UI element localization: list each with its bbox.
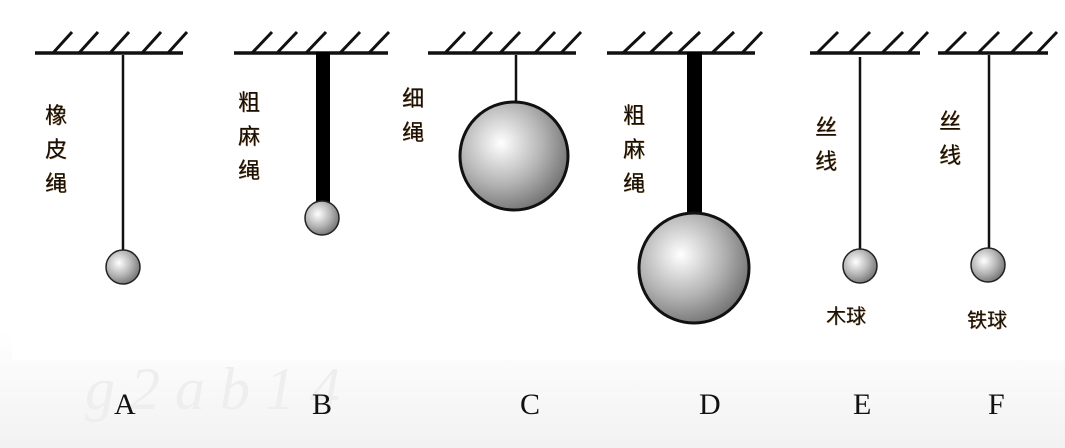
panel-letter-c: C <box>520 388 541 421</box>
panel-letter-a: A <box>114 388 136 421</box>
label-d: 粗 麻 绳 <box>622 100 646 202</box>
support-a <box>35 30 189 285</box>
support-b <box>234 30 391 236</box>
label-e-char: 丝 <box>814 116 837 141</box>
label-a-char: 橡 <box>44 104 67 129</box>
panel-letter-e: E <box>853 388 872 421</box>
label-e: 丝 线 <box>814 112 838 180</box>
support-c <box>428 30 583 212</box>
panel-letter-b: B <box>312 388 333 421</box>
support-d <box>607 30 764 325</box>
label-b-char: 粗 <box>237 91 260 116</box>
support-e <box>810 30 930 284</box>
label-d-char: 绳 <box>622 172 645 197</box>
ball-label-f: 铁球 <box>967 308 1007 332</box>
label-a: 橡 皮 绳 <box>44 100 68 202</box>
label-f-char: 丝 <box>938 110 961 135</box>
panel-letter-d: D <box>699 388 721 421</box>
label-c-char: 细 <box>401 87 424 112</box>
label-e-char: 线 <box>814 150 837 175</box>
label-a-char: 绳 <box>44 172 67 197</box>
label-b: 粗 麻 绳 <box>237 87 261 189</box>
label-f: 丝 线 <box>938 106 962 174</box>
label-f-char: 线 <box>938 144 961 169</box>
label-b-char: 麻 <box>237 125 260 150</box>
label-b-char: 绳 <box>237 159 260 184</box>
label-d-char: 粗 <box>622 104 645 129</box>
ball-label-e: 木球 <box>826 304 866 328</box>
label-d-char: 麻 <box>622 138 645 163</box>
support-f <box>938 30 1059 283</box>
watermark: g 2 a b 1 4 <box>85 356 340 422</box>
label-a-char: 皮 <box>44 138 67 163</box>
panel-letter-f: F <box>988 388 1005 421</box>
label-c-char: 绳 <box>401 121 424 146</box>
label-c: 细 绳 <box>401 83 425 151</box>
